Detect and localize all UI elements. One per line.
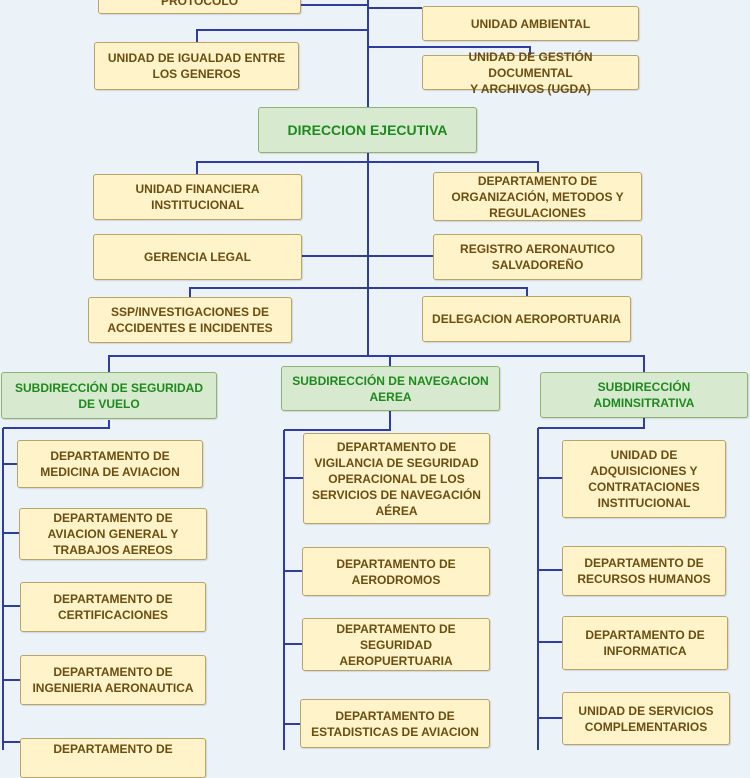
sub-administrativa-title: SUBDIRECCIÓN ADMINSITRATIVA xyxy=(593,380,695,410)
box-unidad-financiera: UNIDAD FINANCIERA INSTITUCIONAL xyxy=(93,174,302,220)
department-label: DEPARTAMENTO DE MEDICINA DE AVIACION xyxy=(40,449,180,479)
box-protocolo: PROTOCOLO xyxy=(98,0,301,14)
protocolo-label: PROTOCOLO xyxy=(160,0,239,8)
department-label: DEPARTAMENTO DE ESTADISTICAS DE AVIACION xyxy=(311,708,479,739)
department-label: UNIDAD DE ADQUISICIONES Y CONTRATACIONES… xyxy=(588,448,700,510)
department-label: DEPARTAMENTO DE xyxy=(53,742,173,756)
box-subdireccion-navegacion: SUBDIRECCIÓN DE NAVEGACION AEREA xyxy=(281,366,500,411)
box-igualdad-generos: UNIDAD DE IGUALDAD ENTRE LOS GENEROS xyxy=(94,42,299,90)
box-servicios-complementarios: UNIDAD DE SERVICIOS COMPLEMENTARIOS xyxy=(562,692,730,745)
box-registro-aeronautico: REGISTRO AERONAUTICO SALVADOREÑO xyxy=(433,234,642,280)
department-label: DEPARTAMENTO DE INGENIERIA AERONAUTICA xyxy=(32,665,194,695)
department-label: UNIDAD DE SERVICIOS COMPLEMENTARIOS xyxy=(578,703,714,734)
link-gestion xyxy=(368,46,531,55)
department-label: DEPARTAMENTO DE SEGURIDAD AEROPUERTUARIA xyxy=(336,621,456,668)
box-aviacion-general: DEPARTAMENTO DE AVIACION GENERAL Y TRABA… xyxy=(19,508,207,560)
registro-label: REGISTRO AERONAUTICO SALVADOREÑO xyxy=(460,242,615,272)
department-label: DEPARTAMENTO DE INFORMATICA xyxy=(585,628,705,658)
link-igualdad xyxy=(196,29,368,42)
delegacion-label: DELEGACION AEROPORTUARIA xyxy=(432,312,621,326)
department-label: DEPARTAMENTO DE CERTIFICACIONES xyxy=(53,592,173,622)
box-departamento-cut: DEPARTAMENTO DE xyxy=(20,738,206,778)
financiera-label: UNIDAD FINANCIERA INSTITUCIONAL xyxy=(135,182,260,212)
box-delegacion-aeroportuaria: DELEGACION AEROPORTUARIA xyxy=(422,296,631,342)
box-recursos-humanos: DEPARTAMENTO DE RECURSOS HUMANOS xyxy=(562,546,726,596)
gestion-documental-label: UNIDAD DE GESTIÓN DOCUMENTAL Y ARCHIVOS … xyxy=(468,49,593,96)
link-units-bar xyxy=(196,161,539,174)
link-sub-bar xyxy=(108,355,645,372)
box-certificaciones: DEPARTAMENTO DE CERTIFICACIONES xyxy=(20,582,206,632)
igualdad-label: UNIDAD DE IGUALDAD ENTRE LOS GENEROS xyxy=(107,51,286,81)
box-unidad-ambiental: UNIDAD AMBIENTAL xyxy=(422,6,639,41)
box-subdireccion-administrativa: SUBDIRECCIÓN ADMINSITRATIVA xyxy=(540,372,748,418)
direccion-ejecutiva-label: DIRECCION EJECUTIVA xyxy=(287,122,448,138)
connector-lines xyxy=(2,0,645,750)
unidad-ambiental-label: UNIDAD AMBIENTAL xyxy=(470,16,591,31)
sub-seguridad-vuelo-title: SUBDIRECCIÓN DE SEGURIDAD DE VUELO xyxy=(14,380,203,411)
box-vigilancia-seguridad: DEPARTAMENTO DE VIGILANCIA DE SEGURIDAD … xyxy=(303,433,490,524)
box-aerodromos: DEPARTAMENTO DE AERODROMOS xyxy=(302,547,490,596)
box-estadisticas-aviacion: DEPARTAMENTO DE ESTADISTICAS DE AVIACION xyxy=(300,699,490,748)
box-medicina-aviacion: DEPARTAMENTO DE MEDICINA DE AVIACION xyxy=(17,440,203,488)
link-ssp-bar xyxy=(189,287,528,297)
box-adquisiciones: UNIDAD DE ADQUISICIONES Y CONTRATACIONES… xyxy=(562,440,726,518)
box-ssp-investigaciones: SSP/INVESTIGACIONES DE ACCIDENTES E INCI… xyxy=(88,297,292,343)
box-gestion-documental: UNIDAD DE GESTIÓN DOCUMENTAL Y ARCHIVOS … xyxy=(422,50,639,96)
department-label: DEPARTAMENTO DE RECURSOS HUMANOS xyxy=(577,556,711,586)
right-col-top xyxy=(538,418,645,429)
box-direccion-ejecutiva: DIRECCION EJECUTIVA xyxy=(258,107,477,153)
ssp-label: SSP/INVESTIGACIONES DE ACCIDENTES E INCI… xyxy=(107,305,273,335)
box-gerencia-legal: GERENCIA LEGAL xyxy=(93,234,302,280)
organizacion-label: DEPARTAMENTO DE ORGANIZACIÓN, METODOS Y … xyxy=(451,173,624,220)
department-label: DEPARTAMENTO DE VIGILANCIA DE SEGURIDAD … xyxy=(312,439,481,518)
department-label: DEPARTAMENTO DE AERODROMOS xyxy=(336,556,456,587)
box-seguridad-aeropuertuaria: DEPARTAMENTO DE SEGURIDAD AEROPUERTUARIA xyxy=(302,618,490,671)
box-informatica: DEPARTAMENTO DE INFORMATICA xyxy=(562,616,728,670)
box-departamento-organizacion: DEPARTAMENTO DE ORGANIZACIÓN, METODOS Y … xyxy=(433,172,642,221)
gerencia-legal-label: GERENCIA LEGAL xyxy=(144,250,251,264)
box-subdireccion-seguridad-vuelo: SUBDIRECCIÓN DE SEGURIDAD DE VUELO xyxy=(1,372,217,419)
sub-navegacion-title: SUBDIRECCIÓN DE NAVEGACION AEREA xyxy=(292,373,489,404)
left-col-top xyxy=(3,420,110,429)
box-ingenieria-aeronautica: DEPARTAMENTO DE INGENIERIA AERONAUTICA xyxy=(20,655,206,705)
mid-col-top xyxy=(284,411,391,431)
department-label: DEPARTAMENTO DE AVIACION GENERAL Y TRABA… xyxy=(47,511,179,557)
